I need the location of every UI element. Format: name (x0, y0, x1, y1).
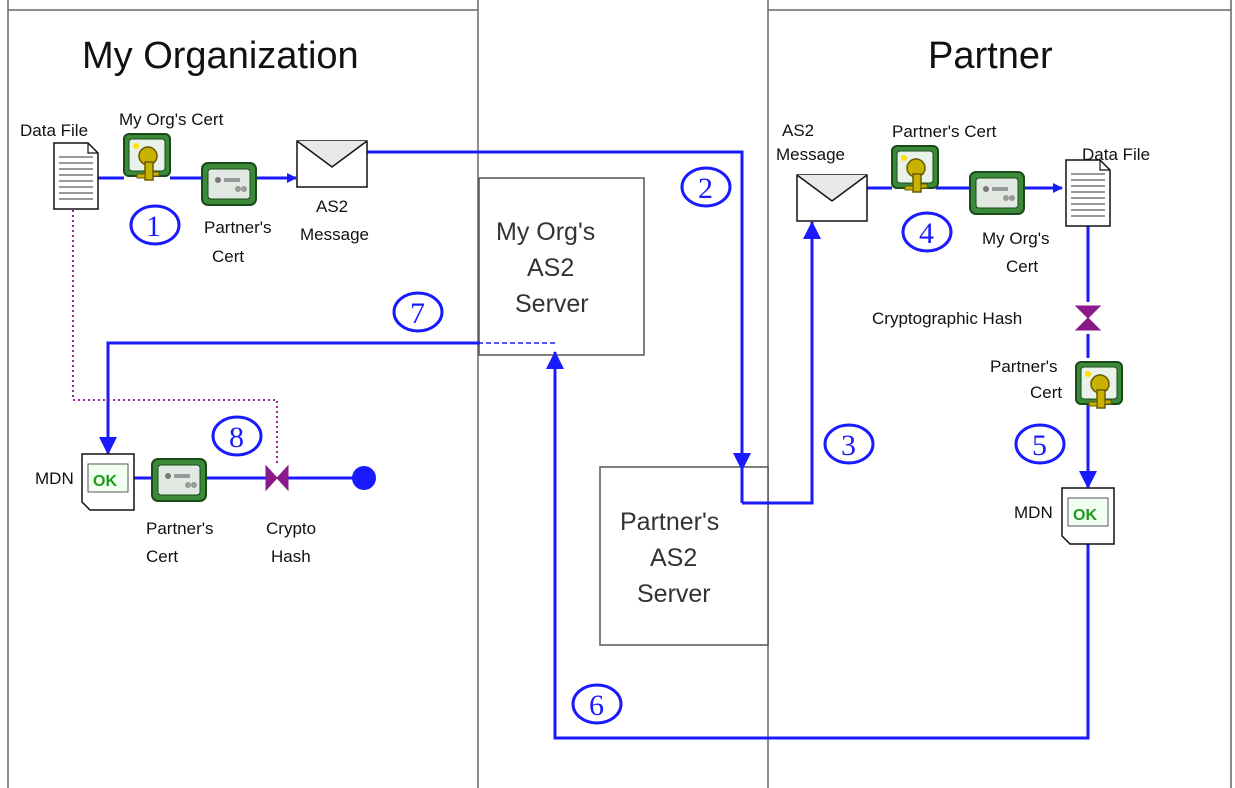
partner-cert-top-label: Partner's Cert (892, 122, 997, 141)
step-7: 7 (392, 291, 444, 333)
partner-cert-2-label-1: Partner's (990, 357, 1058, 376)
crypto-hash-label-1: Crypto (266, 519, 316, 538)
partner-cert-key-icon (891, 145, 939, 193)
flow-step3 (742, 221, 821, 505)
as2-message-envelope-icon (296, 140, 368, 188)
partner-server-line2: AS2 (650, 544, 697, 572)
my-org-server-line3: Server (515, 290, 589, 318)
partner-mdn-ok-label: OK (1073, 507, 1097, 524)
partner-server-box (599, 466, 769, 646)
step-2-number: 2 (698, 172, 713, 205)
mdn-label: MDN (35, 469, 74, 488)
step-3: 3 (823, 423, 875, 465)
partner-myorg-cert-label-1: My Org's (982, 229, 1049, 248)
flow-step6 (546, 351, 1090, 740)
flow-step2 (366, 150, 751, 471)
step-6: 6 (571, 683, 623, 725)
my-org-cert-icon (123, 133, 171, 181)
partner-as2-message-label-2: Message (776, 145, 845, 164)
cryptographic-hash-bowtie-icon (1074, 305, 1102, 331)
crypto-hash-label-2: Hash (271, 547, 311, 566)
my-org-cert-label: My Org's Cert (119, 110, 224, 129)
partner-as2-message-envelope-icon (796, 174, 868, 222)
step-5: 5 (1014, 423, 1066, 465)
step-2: 2 (680, 166, 732, 208)
flow-step7 (99, 341, 480, 455)
partner-data-file-icon (1065, 159, 1111, 227)
step-4: 4 (901, 211, 953, 253)
dotted-compare-line (72, 200, 278, 466)
data-file-label: Data File (20, 121, 88, 140)
partner-server-line3: Server (637, 580, 711, 608)
step-8-number: 8 (229, 421, 244, 454)
step-6-number: 6 (589, 689, 604, 722)
mdn-partner-cert-label-2: Cert (146, 547, 178, 566)
as2-message-label-2: Message (300, 225, 369, 244)
crypto-hash-bowtie-icon (265, 464, 289, 492)
partner-title: Partner (928, 35, 1053, 77)
cryptographic-hash-label: Cryptographic Hash (872, 309, 1022, 328)
partner-cert-icon (201, 162, 257, 206)
step-8: 8 (211, 415, 263, 457)
partner-cert-label-1: Partner's (204, 218, 272, 237)
partner-cert-2-key-icon (1075, 361, 1123, 409)
partner-mdn-label: MDN (1014, 503, 1053, 522)
partner-cert-2-label-2: Cert (1030, 383, 1062, 402)
partner-myorg-cert-label-2: Cert (1006, 257, 1038, 276)
mdn-partner-cert-label-1: Partner's (146, 519, 214, 538)
step-1-number: 1 (146, 210, 161, 243)
step-3-number: 3 (841, 429, 856, 462)
partner-myorg-cert-icon (969, 171, 1025, 215)
step-4-number: 4 (919, 217, 934, 250)
mdn-partner-cert-icon (151, 458, 207, 502)
my-org-title: My Organization (82, 35, 359, 77)
step-5-number: 5 (1032, 429, 1047, 462)
partner-server-line1: Partner's (620, 508, 719, 536)
as2-message-label-1: AS2 (316, 197, 348, 216)
my-org-server-line2: AS2 (527, 254, 574, 282)
my-org-server-line1: My Org's (496, 218, 595, 246)
step-7-number: 7 (410, 297, 425, 330)
partner-data-file-label: Data File (1082, 145, 1150, 164)
mdn-ok-label: OK (93, 473, 117, 490)
step-1: 1 (129, 204, 181, 246)
partner-cert-label-2: Cert (212, 247, 244, 266)
data-file-icon (53, 142, 99, 210)
flow-end-dot (352, 466, 376, 490)
partner-as2-message-label-1: AS2 (782, 121, 814, 140)
